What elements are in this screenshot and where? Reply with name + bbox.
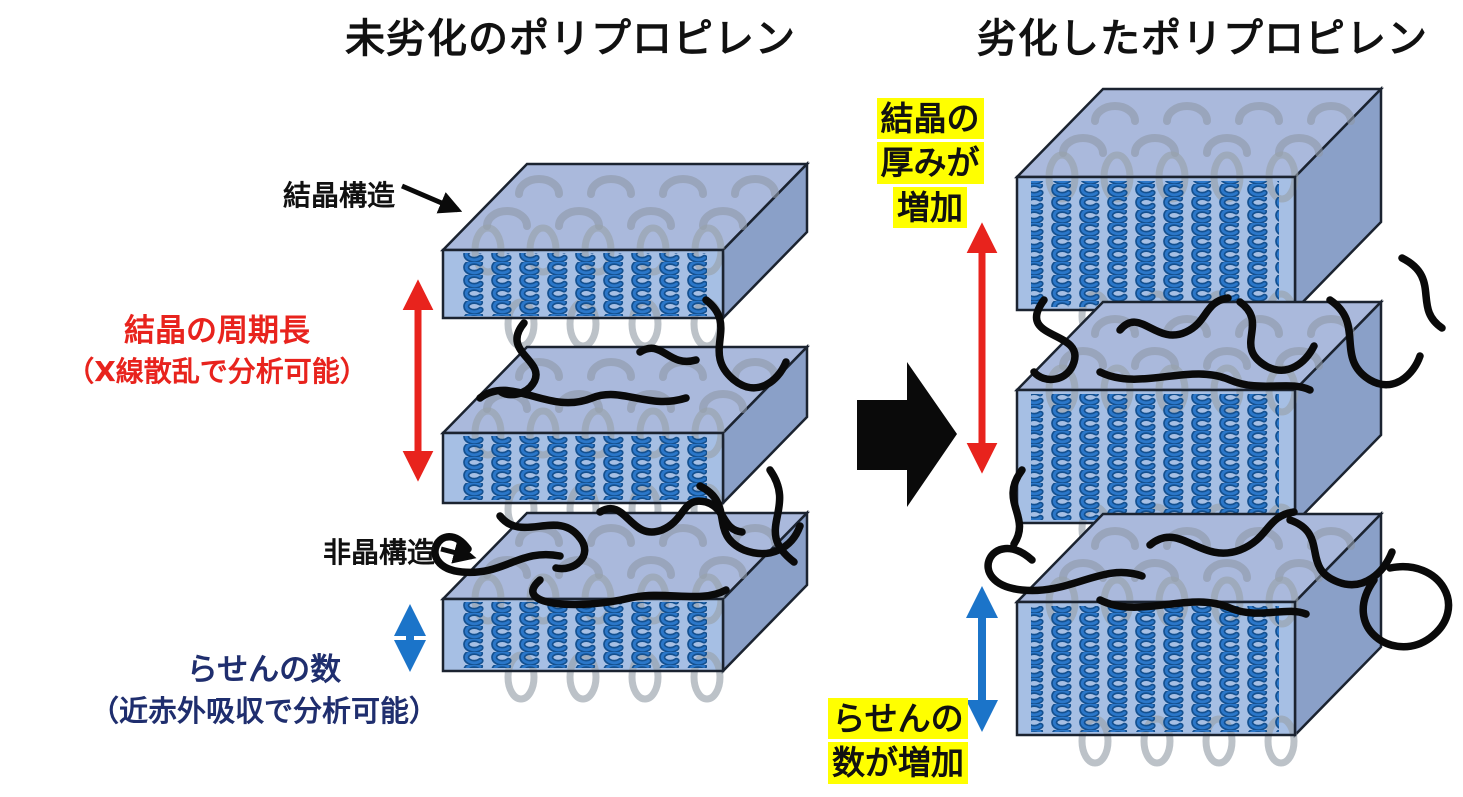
left-slab-middle-crystal — [440, 343, 810, 531]
amorphous-chains-left — [431, 296, 804, 609]
helix-coils — [459, 253, 707, 316]
crystal-structure-label: 結晶構造 — [282, 179, 395, 212]
amorphous-structure-pointer-arrow — [440, 541, 477, 564]
crystal-structure-pointer-arrow — [401, 183, 463, 214]
helix-increase-line2: 数が増加 — [828, 742, 968, 784]
amorphous-chains-right — [984, 254, 1453, 651]
helix-count-line2: （近赤外吸収で分析可能） — [89, 693, 438, 728]
left-slab-bottom-crystal — [440, 509, 810, 699]
amorphous-structure-label: 非晶構造 — [322, 536, 435, 569]
thickness-line1: 結晶の — [876, 98, 984, 140]
long-period-line2: （X線散乱で分析可能） — [66, 354, 368, 388]
long-period-line1: 結晶の周期長 — [124, 313, 310, 349]
helix-count-line1: らせんの数 — [186, 652, 342, 688]
long-period-label: 結晶の周期長 （X線散乱で分析可能） — [12, 310, 422, 391]
left-slab-top-crystal — [440, 160, 810, 346]
thickness-line3: 増加 — [893, 186, 967, 228]
right-slab-top-crystal — [1014, 85, 1384, 338]
helix-count-label: らせんの数 （近赤外吸収で分析可能） — [20, 650, 508, 731]
helix-coils — [1031, 394, 1279, 520]
helix-coils — [459, 602, 707, 668]
thickness-line2: 厚みが — [876, 142, 984, 184]
crystal-thickness-increase-label: 結晶の 厚みが 増加 — [852, 98, 1008, 228]
helix-count-increase-label: らせんの 数が増加 — [798, 698, 998, 784]
degradation-transform-arrow — [857, 362, 957, 507]
helix-coils — [1031, 181, 1279, 307]
helix-coils — [1031, 606, 1279, 732]
helix-increase-line1: らせんの — [828, 698, 968, 740]
helix-coils — [459, 436, 707, 500]
left-column-title: 未劣化のポリプロピレン — [345, 16, 796, 62]
right-slab-bottom-crystal — [1014, 510, 1384, 763]
right-column-title: 劣化したポリプロピレン — [977, 16, 1428, 62]
